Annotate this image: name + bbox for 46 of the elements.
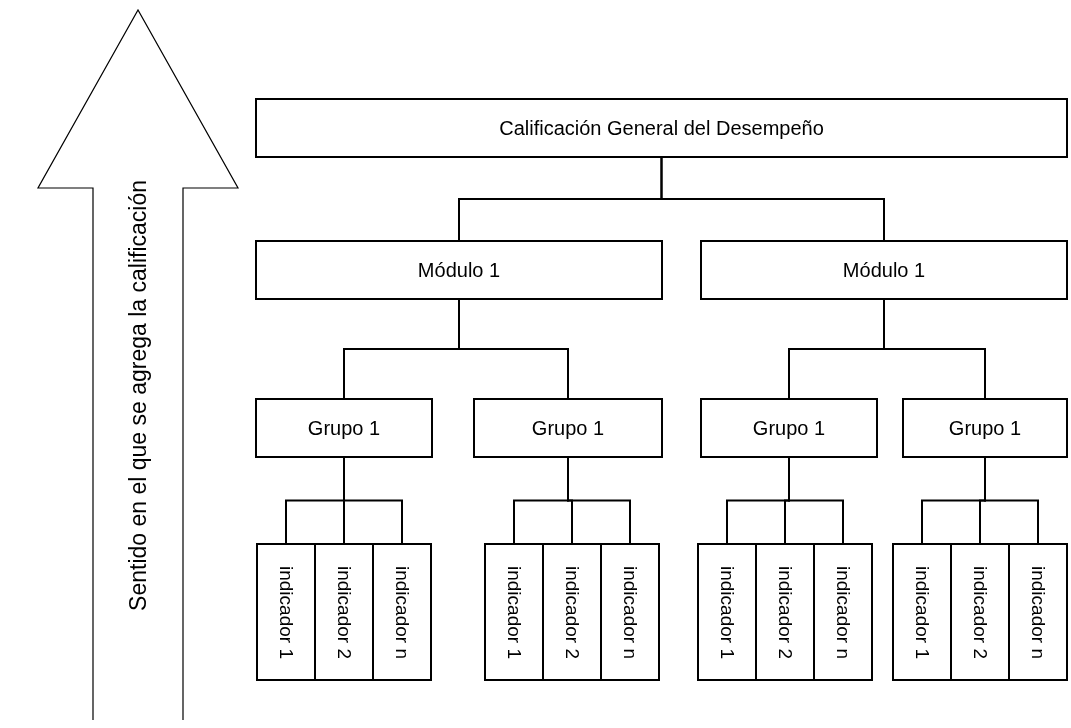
box-label: indicador n: [1027, 565, 1049, 659]
indicator-box: [813, 543, 873, 681]
connector-line: [343, 457, 403, 544]
box-label: Grupo 1: [948, 416, 1022, 440]
box-label: indicador 1: [911, 565, 933, 659]
connector-line: [788, 457, 844, 544]
box-label: indicador 2: [333, 565, 355, 659]
connector-line: [984, 457, 1039, 544]
connector-line: [458, 299, 569, 399]
box-label: Calificación General del Desempeño: [499, 116, 824, 140]
box-label: Grupo 1: [752, 416, 826, 440]
box-label: indicador 1: [503, 565, 525, 659]
indicator-box: [372, 543, 432, 681]
connector-line: [883, 299, 986, 399]
box-label: indicador 1: [716, 565, 738, 659]
hierarchy-box: [255, 98, 1068, 158]
connector-line: [567, 457, 631, 544]
indicator-box: [484, 543, 544, 681]
box-label: Módulo 1: [417, 258, 501, 282]
box-label: Módulo 1: [842, 258, 926, 282]
box-label: Sentido en el que se agrega la calificación: [124, 179, 152, 611]
hierarchy-box: [902, 398, 1068, 458]
indicator-box: [697, 543, 757, 681]
indicator-box: [314, 543, 374, 681]
indicator-box: [950, 543, 1010, 681]
indicator-box: [892, 543, 952, 681]
indicator-box: [256, 543, 316, 681]
box-label: indicador 1: [275, 565, 297, 659]
box-label: indicador n: [619, 565, 641, 659]
indicator-box: [1008, 543, 1068, 681]
hierarchy-box: [700, 398, 878, 458]
hierarchy-box: [255, 240, 663, 300]
box-label: Grupo 1: [307, 416, 381, 440]
box-label: indicador 2: [774, 565, 796, 659]
box-label: indicador 2: [969, 565, 991, 659]
box-label: indicador 2: [561, 565, 583, 659]
hierarchy-box: [700, 240, 1068, 300]
box-label: Grupo 1: [531, 416, 605, 440]
box-label: indicador n: [391, 565, 413, 659]
indicator-box: [600, 543, 660, 681]
indicator-box: [755, 543, 815, 681]
hierarchy-box: [255, 398, 433, 458]
indicator-box: [542, 543, 602, 681]
box-label: indicador n: [832, 565, 854, 659]
connector-line: [660, 157, 885, 241]
hierarchy-box: [473, 398, 663, 458]
